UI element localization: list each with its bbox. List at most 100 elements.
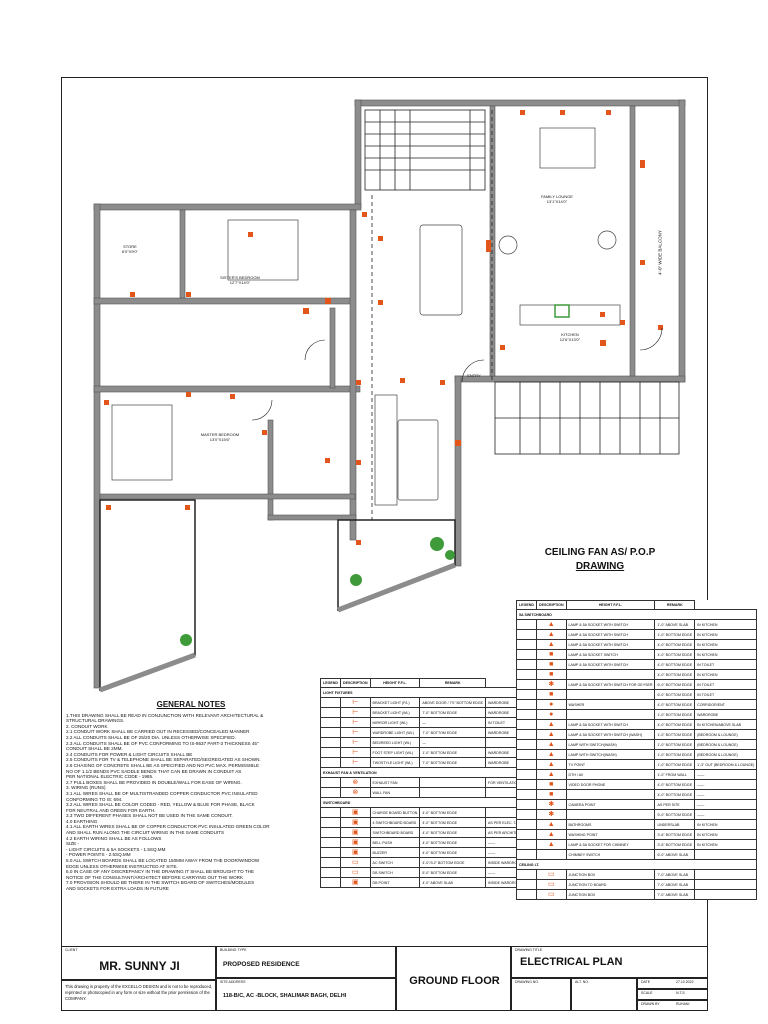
- legend-height: 4'-0" BOTTOM EDGE: [654, 669, 696, 680]
- room-label-master-bedroom: MASTER BEDROOM 13'0"X15'6": [195, 432, 245, 442]
- legend-remark: [694, 849, 758, 860]
- legend-remark: IN KITCHEN/ABOVE SLAB: [694, 719, 758, 730]
- wall-balcony: [629, 105, 636, 377]
- legend-remark: IN KITCHEN: [694, 819, 758, 830]
- legend-header-cell: DESCRIPTION: [535, 600, 567, 610]
- legend-symbol: [535, 849, 567, 860]
- site-address: 118-B/C, AC -BLOCK, SHALIMAR BAGH, DELHI: [223, 993, 347, 999]
- legend-description: [565, 689, 656, 700]
- note-line: AND SOCKETS FOR EXTRA LOADS IN FUTURE: [66, 886, 169, 891]
- legend-index: [516, 879, 537, 890]
- legend-symbol: ▣: [339, 837, 371, 848]
- legend-index: [516, 799, 537, 810]
- wall-toilet-bottom: [267, 514, 357, 521]
- note-line: 4.1 ALL EARTH WIRES SHALL BE OF COPPER C…: [66, 824, 270, 830]
- client-name: MR. SUNNY JI: [99, 959, 180, 973]
- legend-description: LAMP & 5A SOCKET WITH SWITCH: [565, 659, 656, 670]
- legend-index: [320, 757, 341, 768]
- note-line: SIZE -: [66, 841, 80, 847]
- note-line: 2.4 CONDUITS FOR POWER & LIGHT CIRCUITS …: [66, 751, 193, 757]
- legend-row: ▲LAMP & 5A SOCKET WITH SWITCH (WASH)1'-0…: [516, 729, 758, 740]
- legend-section-row: CEILING LT.: [515, 859, 758, 870]
- drawn-by-value: RUHANI: [676, 1002, 690, 1006]
- legend-index: [320, 747, 341, 758]
- legend-description: WASHER: [565, 699, 656, 710]
- legend-symbol: ⊢: [339, 727, 371, 738]
- legend-index: [320, 817, 341, 828]
- room-size: 13'0"X15'6": [209, 437, 231, 442]
- drawn-by-label: DRAWN BY: [641, 1002, 660, 1006]
- note-line: 1.THIS DRAWING SHALL BE READ IN CONJUNCT…: [66, 712, 264, 718]
- legend-description: LAMP WITH SWITCH(WASH): [565, 749, 656, 760]
- scale-cell: SCALE N.T.S.: [637, 989, 708, 1000]
- legend-description: BELL PUSH: [369, 837, 421, 848]
- drawing-title: ELECTRICAL PLAN: [520, 956, 623, 968]
- legend-description: BUZZER: [369, 847, 421, 858]
- note-line: CONDUIT SHALL BE 2MM.: [66, 746, 123, 752]
- legend-symbol: ⊢: [339, 697, 371, 708]
- drawn-by-cell: DRAWN BY RUHANI: [637, 1000, 708, 1011]
- legend-section-title: CEILING LT.: [515, 859, 758, 870]
- legend-header-cell: DESCRIPTION: [339, 678, 371, 688]
- legend-index: [516, 759, 537, 770]
- legend-section-title: LIGHT FIXTURES: [320, 687, 542, 698]
- legend-index: [516, 649, 537, 660]
- legend-description: BED/REED LIGHT (WL): [369, 737, 421, 748]
- legend-description: BRACKET LIGHT (F/L): [369, 697, 421, 708]
- legend-description: AC SWITCH: [369, 857, 421, 868]
- legend-index: [320, 727, 341, 738]
- legend-description: LAMP & 5A SOCKET WITH SWITCH: [565, 629, 656, 640]
- legend-header-cell: LEGEND: [516, 600, 537, 610]
- legend-height: [419, 787, 487, 798]
- legend-height: 1'-0" ABOVE SLAB: [654, 619, 696, 630]
- legend-index: [320, 847, 341, 858]
- legend-symbol: ▭: [535, 889, 567, 900]
- legend-index: [516, 819, 537, 830]
- note-line: 3.1 ALL WIRES SHALL BE OF MULTISTRANDED …: [66, 790, 258, 796]
- drawing-no-label: DRAWING NO.: [515, 980, 539, 984]
- legend-symbol: ▲: [535, 739, 567, 750]
- legend-description: LAMP & 5A SOCKET WITH SWITCH: [565, 619, 656, 630]
- room-size: 13'1"X14'0": [546, 199, 568, 204]
- client-label: CLIENT: [65, 948, 78, 952]
- legend-description: DB POINT: [369, 877, 421, 888]
- legend-row: ▲LAMP WITH SWITCH(WASH)1'-0" BOTTOM EDGE…: [516, 749, 758, 760]
- chair-1: [498, 235, 518, 255]
- legend-description: LAMP & 5A SOCKET WITH SWITCH: [565, 719, 656, 730]
- floor-cell: GROUND FLOOR: [396, 946, 511, 1011]
- legend-index: [320, 857, 341, 868]
- note-line: PER NATIONAL ELECTRIC CODE - 1985.: [66, 774, 154, 780]
- legend-description: CHIMNEY SWITCH: [565, 849, 656, 860]
- legend-remark: [694, 889, 758, 900]
- room-name: ENTRY: [467, 373, 481, 378]
- legend-symbol: ■: [535, 649, 567, 660]
- legend-description: DB SWITCH: [369, 867, 421, 878]
- legend-description: LAMP WITH SWITCH(WASH): [565, 739, 656, 750]
- room-label-family-lounge: FAMILY LOUNGE 13'1"X14'0": [527, 194, 587, 204]
- legend-remark: WARDROBE: [694, 709, 758, 720]
- note-line: STRUCTURAL DRAWINGS.: [66, 718, 125, 724]
- legend-index: [516, 769, 537, 780]
- notes-lines: 1.THIS DRAWING SHALL BE READ IN CONJUNCT…: [66, 713, 316, 892]
- legend-height: 1'-0" BOTTOM EDGE: [654, 729, 696, 740]
- legend-height: 4'-0" BOTTOM EDGE: [654, 699, 696, 710]
- legend-index: [320, 877, 341, 888]
- room-name: MASTER BEDROOM: [200, 432, 240, 437]
- legend-symbol: ⊢: [339, 747, 371, 758]
- legend-symbol: ⊢: [339, 757, 371, 768]
- legend-height: 7'-0" ABOVE SLAB: [654, 879, 696, 890]
- legend-height: 5'-0" BOTTOM EDGE: [654, 809, 696, 820]
- legend-row: ⊢BRACKET LIGHT (F/L)ABOVE DOOR / 7'0" BO…: [320, 697, 542, 708]
- general-notes: GENERAL NOTES 1.THIS DRAWING SHALL BE RE…: [66, 701, 316, 892]
- legend-height: 3'-6" BOTTOM EDGE: [654, 839, 696, 850]
